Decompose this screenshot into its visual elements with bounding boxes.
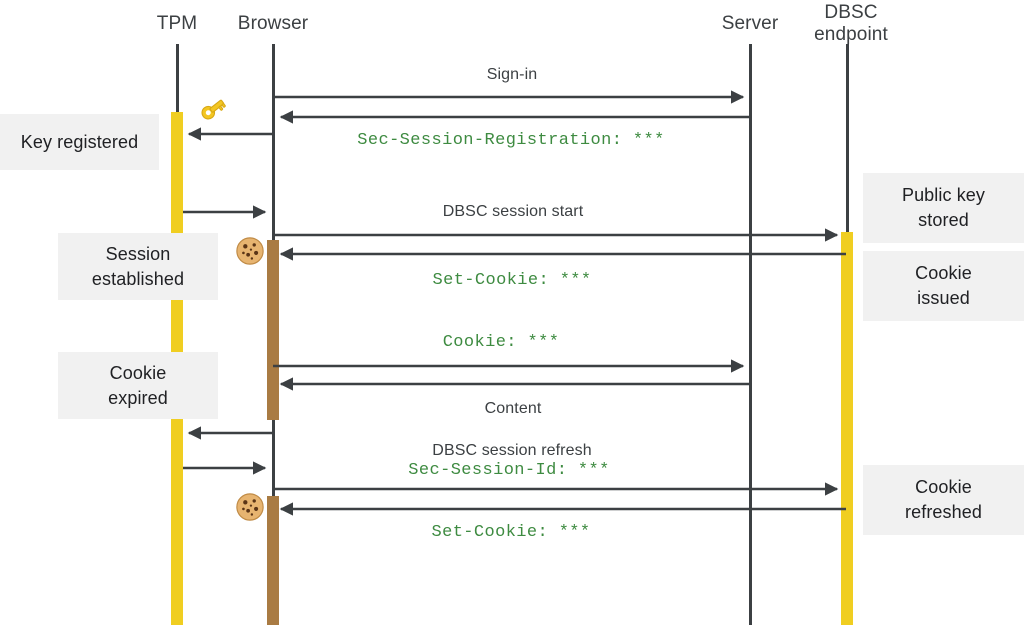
- message-label-sign-in: Sign-in: [486, 66, 538, 83]
- message-label-dbsc-session-start: DBSC session start: [442, 203, 584, 220]
- lifeline-browser-middle: [272, 416, 275, 496]
- note-cookie-expired-line2: expired: [108, 387, 168, 408]
- note-cookie-expired-line1: Cookie: [109, 362, 167, 383]
- activation-browser-2: [267, 496, 279, 625]
- actor-label-dbsc-line2: endpoint: [814, 24, 888, 45]
- lifeline-server-upper: [749, 44, 752, 252]
- lifeline-tpm: [176, 44, 179, 119]
- note-key-registered-label: Key registered: [20, 131, 139, 152]
- lifeline-server-lower: [749, 252, 752, 625]
- note-cookie-refreshed: Cookie refreshed: [863, 465, 1024, 535]
- actor-label-server: Server: [721, 13, 779, 34]
- message-label-set-cookie-2: Set-Cookie: ***: [431, 523, 591, 542]
- cookie-icon-1: [235, 236, 265, 266]
- activation-tpm-1: [171, 112, 183, 240]
- message-label-sec-session-registration: Sec-Session-Registration: ***: [357, 131, 665, 150]
- lifeline-dbsc: [846, 44, 849, 234]
- message-label-dbsc-session-refresh: DBSC session refresh: [432, 442, 592, 459]
- message-label-cookie-send: Cookie: ***: [442, 333, 560, 352]
- note-session-established-line2: established: [91, 268, 185, 289]
- note-public-key-stored: Public key stored: [863, 173, 1024, 243]
- actor-header-tpm: TPM: [127, 13, 227, 35]
- actor-label-browser: Browser: [237, 13, 309, 34]
- note-cookie-issued: Cookie issued: [863, 251, 1024, 321]
- cookie-icon-2: [235, 492, 265, 522]
- actor-header-server: Server: [700, 13, 800, 35]
- note-public-key-stored-line1: Public key: [901, 185, 986, 205]
- message-label-set-cookie-1: Set-Cookie: ***: [432, 271, 592, 290]
- note-public-key-stored-line2: stored: [918, 210, 969, 230]
- note-key-registered: Key registered: [0, 114, 159, 170]
- actor-label-tpm: TPM: [156, 13, 198, 34]
- note-cookie-issued-line1: Cookie: [915, 263, 972, 283]
- activation-browser-1: [267, 240, 279, 420]
- message-label-content: Content: [484, 400, 542, 417]
- note-session-established: Session established: [58, 233, 218, 300]
- note-session-established-line1: Session: [105, 243, 171, 264]
- note-cookie-refreshed-line1: Cookie: [915, 477, 972, 497]
- key-icon: [197, 93, 229, 125]
- note-cookie-expired: Cookie expired: [58, 352, 218, 419]
- lifeline-browser-upper: [272, 44, 275, 244]
- note-cookie-refreshed-line2: refreshed: [905, 502, 982, 522]
- activation-dbsc: [841, 232, 853, 625]
- actor-header-browser: Browser: [223, 13, 323, 35]
- note-cookie-issued-line2: issued: [917, 288, 970, 308]
- actor-header-dbsc-endpoint: DBSC endpoint: [795, 2, 907, 46]
- message-label-sec-session-id: Sec-Session-Id: ***: [408, 461, 610, 480]
- actor-label-dbsc-line1: DBSC: [824, 2, 878, 23]
- activation-tpm-2: [171, 240, 183, 625]
